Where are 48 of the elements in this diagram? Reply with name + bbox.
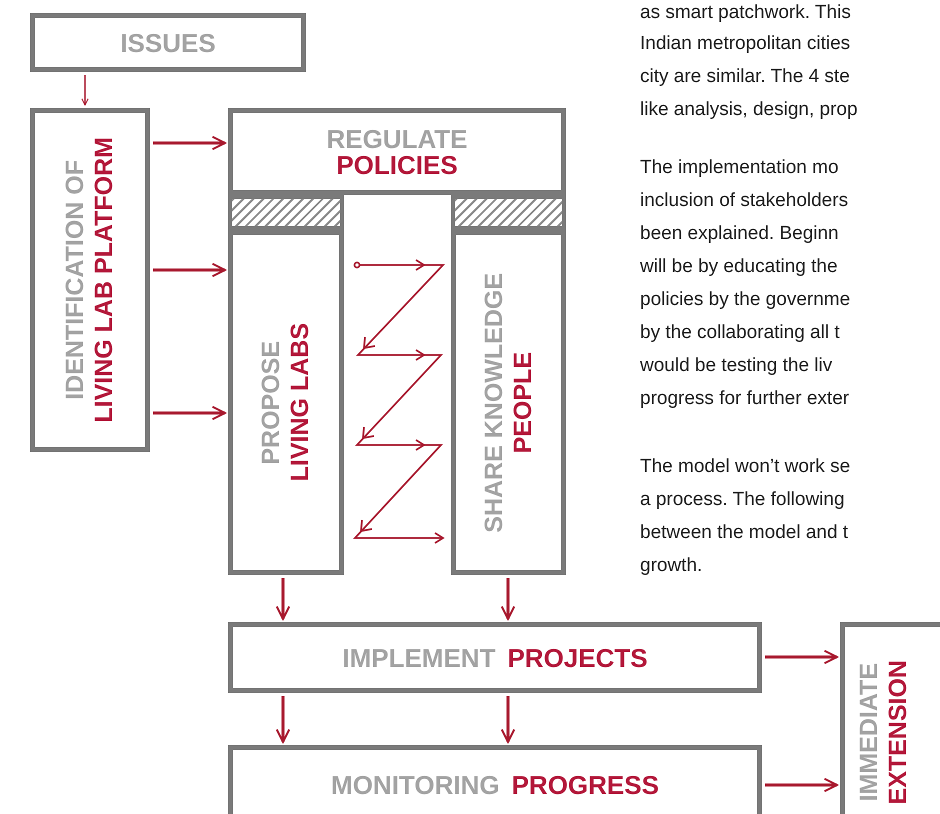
process-box	[30, 108, 150, 452]
body-text-line: inclusion of stakeholders	[640, 189, 848, 213]
box-label: POLICIES	[336, 152, 458, 178]
body-text-line: city are similar. The 4 ste	[640, 65, 850, 89]
process-box	[30, 13, 306, 72]
process-box	[451, 230, 566, 575]
arrow	[276, 696, 290, 743]
body-text-line: Indian metropolitan cities	[640, 32, 850, 56]
body-text-line: a process. The following	[640, 488, 845, 512]
box-label: ISSUES	[120, 30, 216, 56]
arrow	[500, 578, 516, 620]
box-label: IMMEDIATE	[857, 662, 882, 802]
box-label: PROJECTS	[507, 644, 648, 670]
arrow	[765, 778, 838, 792]
body-text-line: The implementation mo	[640, 156, 839, 180]
process-box	[228, 745, 762, 814]
box-label: REGULATE	[326, 126, 468, 152]
body-text-line: been explained. Beginn	[640, 222, 839, 246]
process-box	[228, 622, 762, 693]
body-text-line: The model won’t work se	[640, 455, 850, 479]
arrow	[500, 696, 516, 743]
arrow	[153, 136, 226, 150]
box-label: EXTENSION	[886, 660, 911, 804]
arrow	[765, 650, 838, 664]
box-label: SHARE KNOWLEDGE	[482, 272, 506, 532]
box-label: IMPLEMENT	[342, 644, 496, 670]
box-label: PROGRESS	[512, 772, 659, 798]
box-label: PEOPLE	[510, 352, 536, 454]
body-text-line: policies by the governme	[640, 288, 850, 312]
box-label: MONITORING	[331, 772, 500, 798]
box-label: LIVING LABS	[288, 323, 313, 482]
arrow	[153, 406, 226, 420]
box-label: LIVING LAB PLATFORM	[92, 137, 117, 423]
body-text-line: growth.	[640, 554, 702, 578]
box-label: PROPOSE	[259, 340, 284, 464]
body-text-line: progress for further exter	[640, 387, 850, 411]
body-text-line: as smart patchwork. This	[640, 1, 851, 25]
arrow	[153, 262, 226, 278]
body-text-line: would be testing the liv	[640, 354, 832, 378]
body-text-line: will be by educating the	[640, 255, 838, 279]
box-label: IDENTIFICATION OF	[63, 160, 88, 400]
process-box	[228, 230, 344, 575]
body-text-line: between the model and t	[640, 521, 848, 545]
process-box	[228, 108, 566, 195]
arrow	[81, 75, 89, 106]
body-text-line: like analysis, design, prop	[640, 98, 858, 122]
arrow	[276, 578, 290, 620]
body-text-line: by the collaborating all t	[640, 321, 840, 345]
